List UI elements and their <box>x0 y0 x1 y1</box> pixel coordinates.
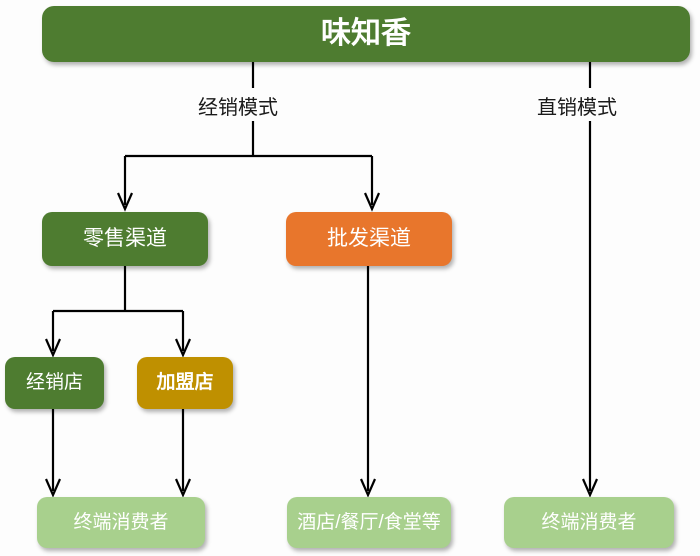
arrowhead-retail <box>116 192 134 212</box>
edge-label-distribution-model: 经销模式 <box>193 90 283 121</box>
arrowhead-wholesale <box>363 192 381 212</box>
node-dealer-store[interactable]: 经销店 <box>5 357 104 409</box>
arrowhead-consumer-right <box>581 478 599 498</box>
node-wholesale-channel[interactable]: 批发渠道 <box>286 212 452 266</box>
arrowhead-dealer <box>44 338 62 358</box>
node-end-consumer-right[interactable]: 终端消费者 <box>504 497 674 548</box>
node-franchise-store[interactable]: 加盟店 <box>137 357 233 409</box>
arrowhead-consumer-from-dealer <box>44 478 62 498</box>
edge-label-direct-sales-model: 直销模式 <box>532 90 622 121</box>
node-horeca[interactable]: 酒店/餐厅/食堂等 <box>287 497 451 548</box>
node-company-title[interactable]: 味知香 <box>42 6 690 62</box>
arrowhead-horeca <box>359 478 377 498</box>
arrowhead-consumer-from-franchise <box>174 478 192 498</box>
node-retail-channel[interactable]: 零售渠道 <box>42 212 208 266</box>
node-end-consumer-left[interactable]: 终端消费者 <box>37 497 205 548</box>
arrowhead-franchise <box>174 338 192 358</box>
